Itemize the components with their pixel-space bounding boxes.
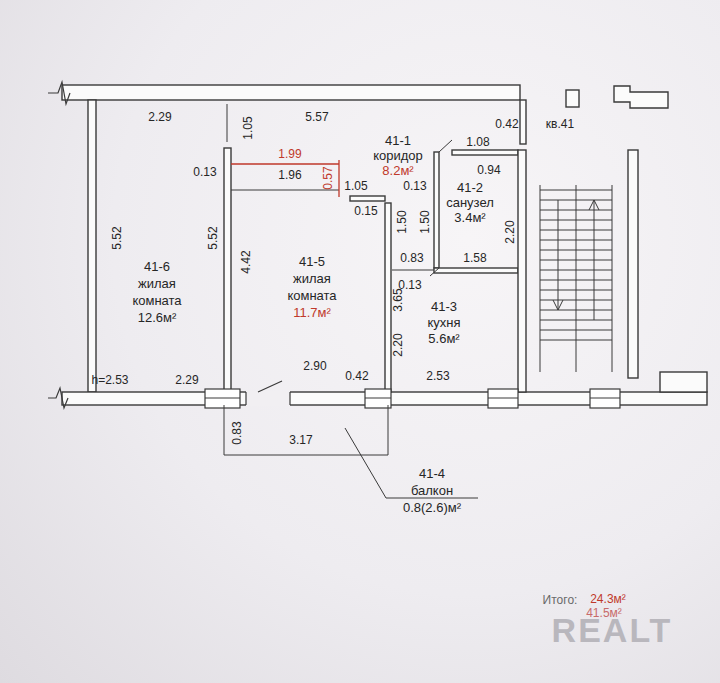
stair-wall: [628, 150, 638, 378]
break-line: [48, 388, 68, 408]
dimension-label: 1.05: [344, 179, 367, 193]
dimension-label: 0.42: [345, 369, 368, 383]
outer-wall: [660, 372, 707, 392]
dimension-line: [231, 160, 339, 197]
partition-wall: [452, 150, 518, 155]
room-label: 41-6жилая комната12.6м²: [117, 258, 197, 326]
stair-rail: [540, 185, 612, 372]
dimension-label: 2.90: [303, 359, 326, 373]
room-area: 0.8(2.6)м²: [403, 499, 461, 516]
room-label: 41-1коридор8.2м²: [373, 133, 423, 178]
room-label: 41-5жилая комната11.7м²: [271, 253, 353, 321]
partition-wall: [434, 152, 439, 268]
dimension-label: 1.08: [466, 135, 489, 149]
partition-wall: [385, 203, 391, 392]
dimension-label: 0.15: [354, 204, 377, 218]
balcony-door: [246, 381, 290, 405]
total-value: 24.3м²: [590, 592, 626, 606]
room-name: жилая комната: [117, 275, 197, 309]
dimension-label: 1.96: [278, 168, 301, 182]
dimension-label: 2.53: [426, 369, 449, 383]
dimension-label: 3.17: [289, 433, 312, 447]
partition-wall: [224, 148, 231, 392]
dimension-label: 0.94: [477, 163, 500, 177]
dimension-label: 2.29: [175, 373, 198, 387]
stair-steps: [540, 190, 612, 340]
apartment-number: кв.41: [546, 117, 574, 131]
dimension-label: 3.65: [391, 288, 405, 311]
room-number: 41-3: [427, 299, 460, 315]
dimension-label: 1.50: [395, 210, 409, 233]
room-area: 3.4м²: [446, 210, 494, 225]
dimension-line: [227, 104, 452, 276]
shaft-symbol: [566, 90, 579, 107]
room-name: кухня: [427, 315, 460, 331]
partition-wall: [434, 268, 518, 273]
watermark: REALT: [552, 612, 673, 648]
dimension-label: 2.29: [148, 110, 171, 124]
dimension-label: 1.58: [463, 251, 486, 265]
dimension-label: 1.99: [278, 147, 301, 161]
dimension-label: 0.83: [230, 421, 244, 444]
break-line: [48, 82, 70, 104]
partition-wall: [350, 196, 385, 201]
total-label: Итого:: [543, 593, 578, 607]
dimension-label: 2.20: [391, 333, 405, 356]
room-name: санузел: [446, 195, 494, 210]
dimension-label: 0.13: [403, 179, 426, 193]
room-area: 8.2м²: [373, 163, 423, 178]
room-area: 12.6м²: [117, 309, 197, 326]
dimension-label: 4.42: [239, 250, 253, 273]
dimension-label: 5.52: [206, 226, 220, 249]
room-label: 41-3кухня5.6м²: [427, 299, 460, 347]
dimension-label: 0.83: [400, 251, 423, 265]
dimension-label: h=2.53: [91, 373, 128, 387]
room-number: 41-4: [403, 465, 461, 482]
dimension-label: 2.20: [503, 220, 517, 243]
shaft-symbol: [614, 86, 668, 108]
stair-arrow: [589, 200, 599, 320]
room-label: 41-2санузел3.4м²: [446, 180, 494, 225]
balcony-outline: [224, 405, 388, 455]
room-area: 11.7м²: [271, 304, 353, 321]
room-label: 41-4балкон0.8(2.6)м²: [403, 465, 461, 516]
dimension-label: 0.42: [495, 117, 518, 131]
room-area: 5.6м²: [427, 331, 460, 347]
dimension-label: 5.52: [110, 226, 124, 249]
outer-wall: [520, 100, 526, 144]
dimension-label: 0.57: [321, 166, 335, 189]
dimension-label: 1.05: [241, 116, 255, 139]
room-number: 41-1: [373, 133, 423, 148]
room-number: 41-5: [271, 253, 353, 270]
room-name: жилая комната: [271, 270, 353, 304]
leader-line: [345, 428, 478, 498]
room-number: 41-2: [446, 180, 494, 195]
outer-wall: [62, 85, 520, 100]
room-name: балкон: [403, 482, 461, 499]
room-name: коридор: [373, 148, 423, 163]
dimension-label: 1.50: [418, 210, 432, 233]
door-opening: [246, 391, 290, 406]
stair-arrow: [553, 200, 563, 310]
outer-wall: [88, 100, 96, 392]
dimension-label: 0.13: [193, 165, 216, 179]
room-number: 41-6: [117, 258, 197, 275]
dimension-label: 5.57: [305, 110, 328, 124]
outer-wall: [518, 150, 526, 392]
